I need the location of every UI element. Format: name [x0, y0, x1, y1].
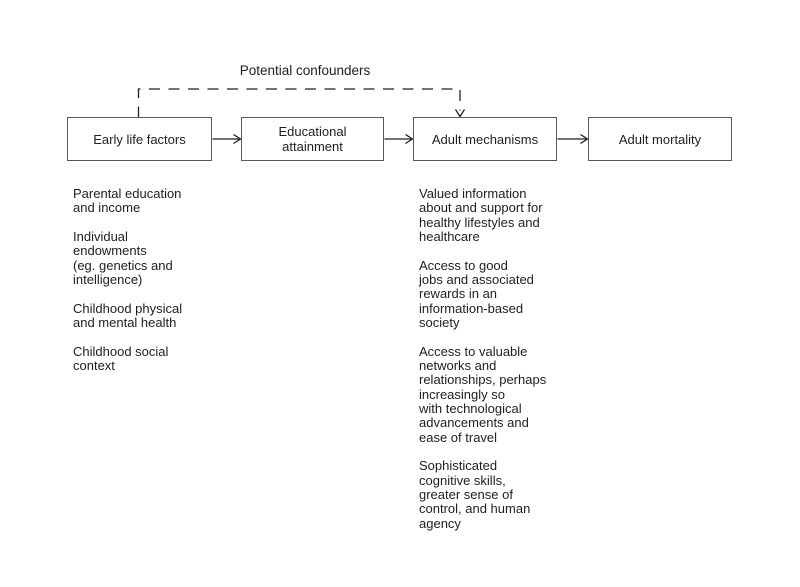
- adult-mechanisms-item: Valued information about and support for…: [419, 186, 543, 244]
- box-adult-mechanisms-label: Adult mechanisms: [431, 131, 539, 147]
- early-life-item: Childhood social context: [73, 343, 169, 373]
- adult-mechanisms-item: Access to good jobs and associated rewar…: [419, 257, 534, 330]
- arrow-3-head-icon: [580, 133, 589, 145]
- box-educational-attainment-label: Educational attainment: [278, 124, 347, 154]
- early-life-factors-list: Parental education and income Individual…: [73, 186, 243, 388]
- early-life-item: Childhood physical and mental health: [73, 300, 183, 330]
- early-life-item: Individual endowments (eg. genetics and …: [73, 228, 173, 287]
- box-early-life-factors: Early life factors: [67, 117, 212, 161]
- arrow-1-head-icon: [233, 133, 242, 145]
- box-adult-mortality: Adult mortality: [588, 117, 732, 161]
- box-educational-attainment: Educational attainment: [241, 117, 384, 161]
- arrow-2-head-icon: [405, 133, 414, 145]
- confounders-down-arrowhead-icon: [454, 109, 466, 118]
- box-adult-mortality-label: Adult mortality: [618, 131, 702, 147]
- adult-mechanisms-item: Access to valuable networks and relation…: [419, 343, 547, 445]
- adult-mechanisms-item: Sophisticated cognitive skills, greater …: [419, 458, 531, 531]
- adult-mechanisms-list: Valued information about and support for…: [419, 186, 594, 545]
- box-adult-mechanisms: Adult mechanisms: [413, 117, 557, 161]
- early-life-item: Parental education and income: [73, 186, 182, 216]
- confounders-dashed-path: [137, 88, 461, 118]
- box-early-life-factors-label: Early life factors: [93, 131, 186, 147]
- confounders-label: Potential confounders: [239, 63, 371, 78]
